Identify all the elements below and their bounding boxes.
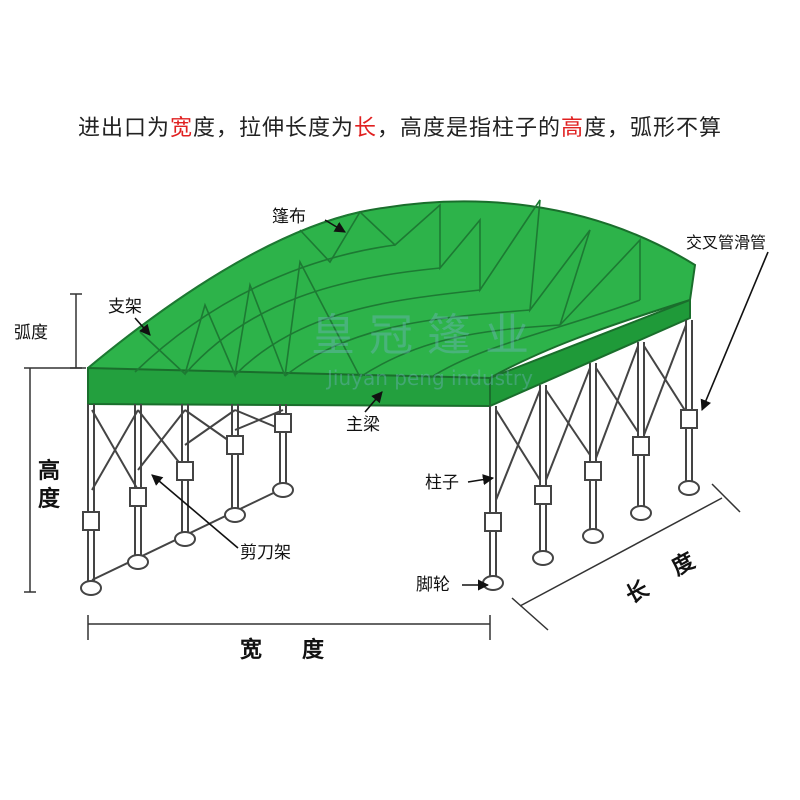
truss-arch-1 <box>134 244 396 373</box>
cross-slide-tube-part <box>680 409 698 429</box>
truss-zigzag-front <box>139 259 361 378</box>
canopy <box>87 199 697 408</box>
watermark-text: Jiuyan peng industry <box>325 366 533 390</box>
arrow-pillar <box>467 474 495 486</box>
watermark-logo: 皇 冠 篷 业 <box>311 310 529 361</box>
slide-tube <box>82 511 100 531</box>
canopy-trusses <box>87 199 641 379</box>
truss-zigzag <box>299 199 641 326</box>
caster-end-1 <box>482 575 504 591</box>
truss-ridge-back <box>87 211 361 369</box>
label-arc-height: 弧度 <box>14 323 48 343</box>
truss-arch-3 <box>234 289 481 376</box>
label-width-1: 宽 <box>240 637 262 663</box>
label-canopy: 篷布 <box>272 207 306 227</box>
caption-part-1: 进出口为 <box>77 116 170 141</box>
truss-arch-2 <box>184 267 441 375</box>
arrow-canopy <box>324 219 346 233</box>
caption-highlight-length: 长 <box>353 116 377 141</box>
canopy-end-fascia <box>489 298 691 408</box>
caption-part-2: 度，拉伸长度为 <box>192 116 354 141</box>
caption-part-4: 度，弧形不算 <box>584 116 723 141</box>
caption-part-3: ，高度是指柱子的 <box>377 116 562 141</box>
truss-arch-4 <box>284 309 531 377</box>
label-pillar: 柱子 <box>425 473 459 493</box>
label-scissor-frame: 剪刀架 <box>240 543 291 563</box>
truss-arch-6 <box>429 299 641 379</box>
caster-front-1 <box>80 580 102 596</box>
front-frame <box>87 404 289 585</box>
label-caster: 脚轮 <box>416 575 450 595</box>
truss-arch-5 <box>359 324 561 378</box>
label-cross-slide-tube: 交叉管滑管 <box>686 233 766 252</box>
arrow-cross-slide-tube <box>700 251 769 412</box>
leader-arrows <box>134 219 769 591</box>
label-main-beam: 主梁 <box>346 415 380 435</box>
arrow-scissor-frame <box>151 474 239 549</box>
front-sliders-casters <box>80 413 294 596</box>
caption: 进出口为宽度，拉伸长度为长，高度是指柱子的高度，弧形不算 <box>0 110 800 142</box>
length-dimension-line <box>519 497 723 607</box>
end-sliders-casters <box>482 409 700 591</box>
end-frame <box>489 320 693 580</box>
dimension-lines <box>24 293 741 640</box>
arrow-main-beam <box>364 391 383 413</box>
label-length-1: 长 <box>622 576 654 609</box>
label-height-1: 高 <box>38 458 60 484</box>
arrow-bracket <box>134 317 151 336</box>
label-width-2: 度 <box>302 637 325 663</box>
label-length-2: 度 <box>668 547 701 581</box>
label-height-2: 度 <box>38 486 61 512</box>
caption-highlight-height: 高 <box>561 116 585 141</box>
caption-highlight-width: 宽 <box>169 116 193 141</box>
label-bracket: 支架 <box>108 297 142 317</box>
